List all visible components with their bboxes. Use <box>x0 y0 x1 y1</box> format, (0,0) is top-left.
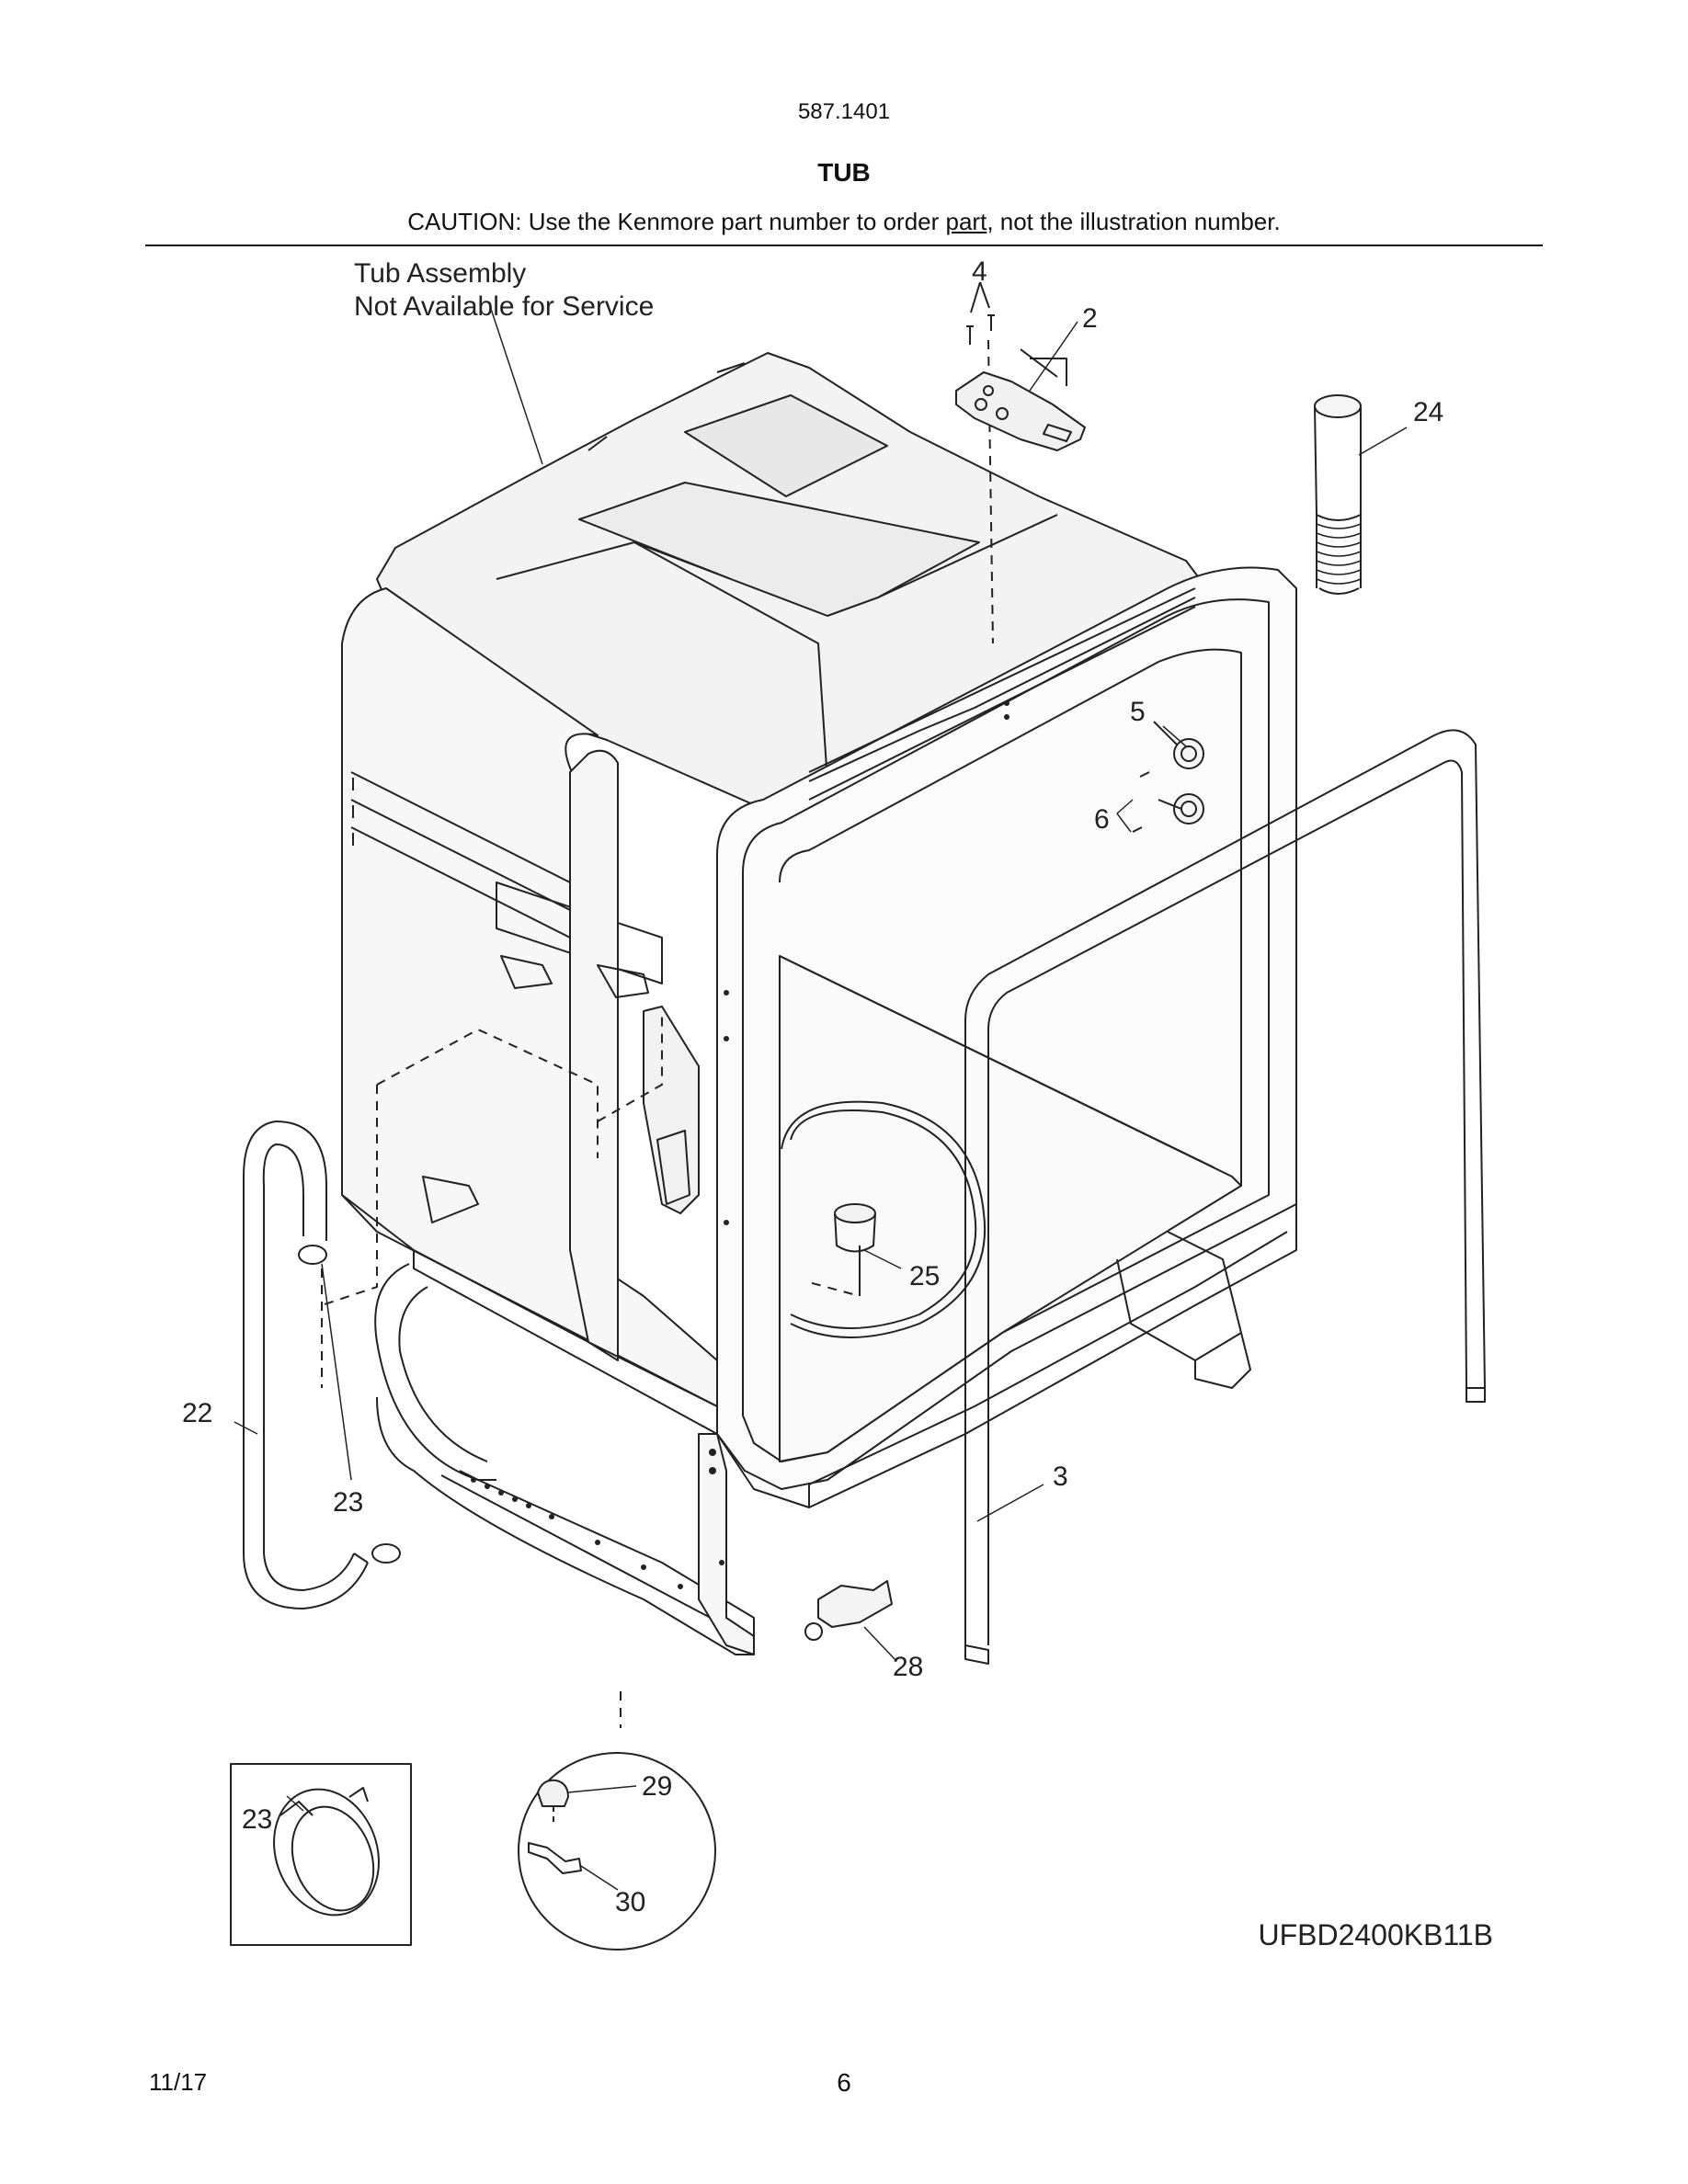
model-number-label: UFBD2400KB11B <box>1258 1918 1493 1951</box>
assembly-note-line1: Tub Assembly <box>354 258 526 289</box>
model-code: 587.1401 <box>797 99 891 124</box>
inset-box-clamp <box>230 1763 412 1946</box>
part-2-hinge-bracket <box>955 371 1086 451</box>
part-3-door-gasket <box>964 729 1486 1665</box>
footer-page-number: 6 <box>837 2068 851 2097</box>
part-25-fitting <box>834 1203 876 1291</box>
part-4-screws <box>966 281 995 345</box>
part-23-clamps <box>298 1245 401 1564</box>
callout-28: 28 <box>893 1652 923 1682</box>
part-22-hose <box>243 1120 369 1610</box>
callout-29: 29 <box>642 1771 672 1802</box>
caution-suffix: , not the illustration number. <box>987 208 1281 235</box>
footer-date: 11/17 <box>149 2068 208 2096</box>
callout-4: 4 <box>972 256 987 287</box>
tub-assembly <box>341 348 1297 1655</box>
caution-link[interactable]: part <box>945 208 987 235</box>
assembly-note-line2: Not Available for Service <box>354 291 654 322</box>
callout-3: 3 <box>1053 1462 1068 1492</box>
callout-30: 30 <box>615 1887 645 1917</box>
callout-5: 5 <box>1130 697 1146 727</box>
callout-2: 2 <box>1082 303 1098 334</box>
callout-22: 22 <box>182 1398 212 1428</box>
header-rule <box>145 245 1543 246</box>
caution-note: CAUTION: Use the Kenmore part number to … <box>0 208 1688 236</box>
part-5-6-fittings <box>1132 721 1204 833</box>
leader-lines <box>234 305 1408 1891</box>
page-title: TUB <box>817 158 871 187</box>
callout-24: 24 <box>1413 397 1443 427</box>
inset-circle-parts <box>518 1752 716 1951</box>
callout-23: 23 <box>333 1487 363 1518</box>
part-24-drain-hose <box>1314 394 1362 595</box>
caution-prefix: CAUTION: Use the Kenmore part number to … <box>407 208 946 235</box>
callout-25: 25 <box>909 1261 940 1291</box>
callout-23-inset: 23 <box>242 1804 272 1835</box>
callout-6: 6 <box>1094 804 1110 835</box>
part-28-switch <box>804 1580 893 1641</box>
